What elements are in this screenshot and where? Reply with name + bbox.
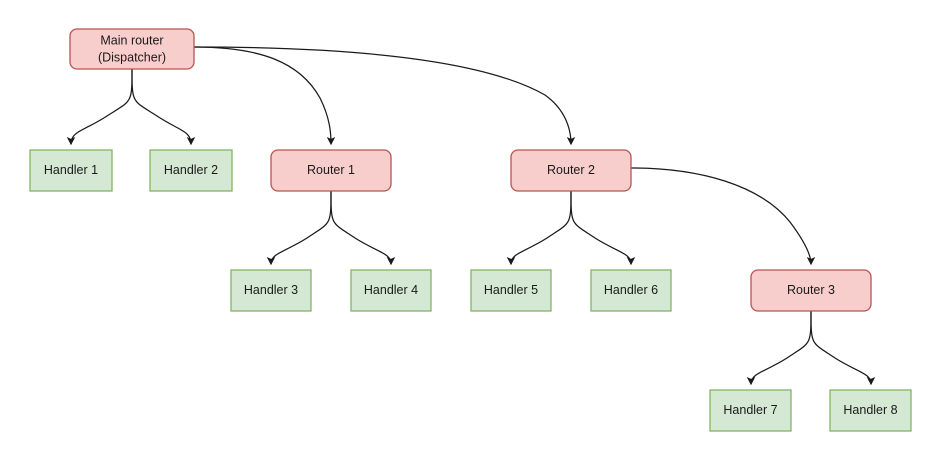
- nodes-layer: Main router(Dispatcher) Handler 1 Handler …: [29, 28, 912, 432]
- node-handler-2[interactable]: Handler 2: [149, 149, 233, 192]
- handler-6-shape: [590, 269, 672, 312]
- edge-main-to-router-2: [193, 46, 576, 146]
- handler-5-shape: [470, 269, 552, 312]
- edge-router-1-to-handler-3: [266, 190, 332, 266]
- edge-main-to-handler-2: [131, 68, 196, 146]
- edge-router-2-to-handler-6: [570, 190, 636, 266]
- handler-3-shape: [230, 269, 312, 312]
- handler-4-shape: [350, 269, 432, 312]
- router-1-shape: [270, 149, 392, 192]
- edge-router-3-to-handler-8: [810, 310, 876, 386]
- main-router-shape: [69, 28, 195, 70]
- handler-2-shape: [149, 149, 233, 192]
- router-2-shape: [510, 149, 632, 192]
- edge-router-2-to-handler-5: [506, 190, 572, 266]
- edge-router-3-to-handler-7: [746, 310, 812, 386]
- handler-1-shape: [29, 149, 113, 192]
- node-handler-5[interactable]: Handler 5: [470, 269, 552, 312]
- node-handler-7[interactable]: Handler 7: [709, 389, 792, 432]
- handler-7-shape: [709, 389, 792, 432]
- node-router-1[interactable]: Router 1: [270, 149, 392, 192]
- edge-router-1-to-handler-4: [330, 190, 396, 266]
- node-handler-1[interactable]: Handler 1: [29, 149, 113, 192]
- edge-main-to-router-1: [193, 46, 336, 146]
- node-main-router[interactable]: Main router(Dispatcher): [69, 28, 195, 70]
- edges-layer: [66, 46, 876, 386]
- edge-router-2-to-router-3: [630, 167, 816, 266]
- node-router-3[interactable]: Router 3: [750, 269, 872, 312]
- handler-8-shape: [829, 389, 912, 432]
- node-handler-3[interactable]: Handler 3: [230, 269, 312, 312]
- edge-main-to-handler-1: [66, 68, 133, 146]
- node-router-2[interactable]: Router 2: [510, 149, 632, 192]
- node-handler-8[interactable]: Handler 8: [829, 389, 912, 432]
- router-3-shape: [750, 269, 872, 312]
- node-handler-4[interactable]: Handler 4: [350, 269, 432, 312]
- node-handler-6[interactable]: Handler 6: [590, 269, 672, 312]
